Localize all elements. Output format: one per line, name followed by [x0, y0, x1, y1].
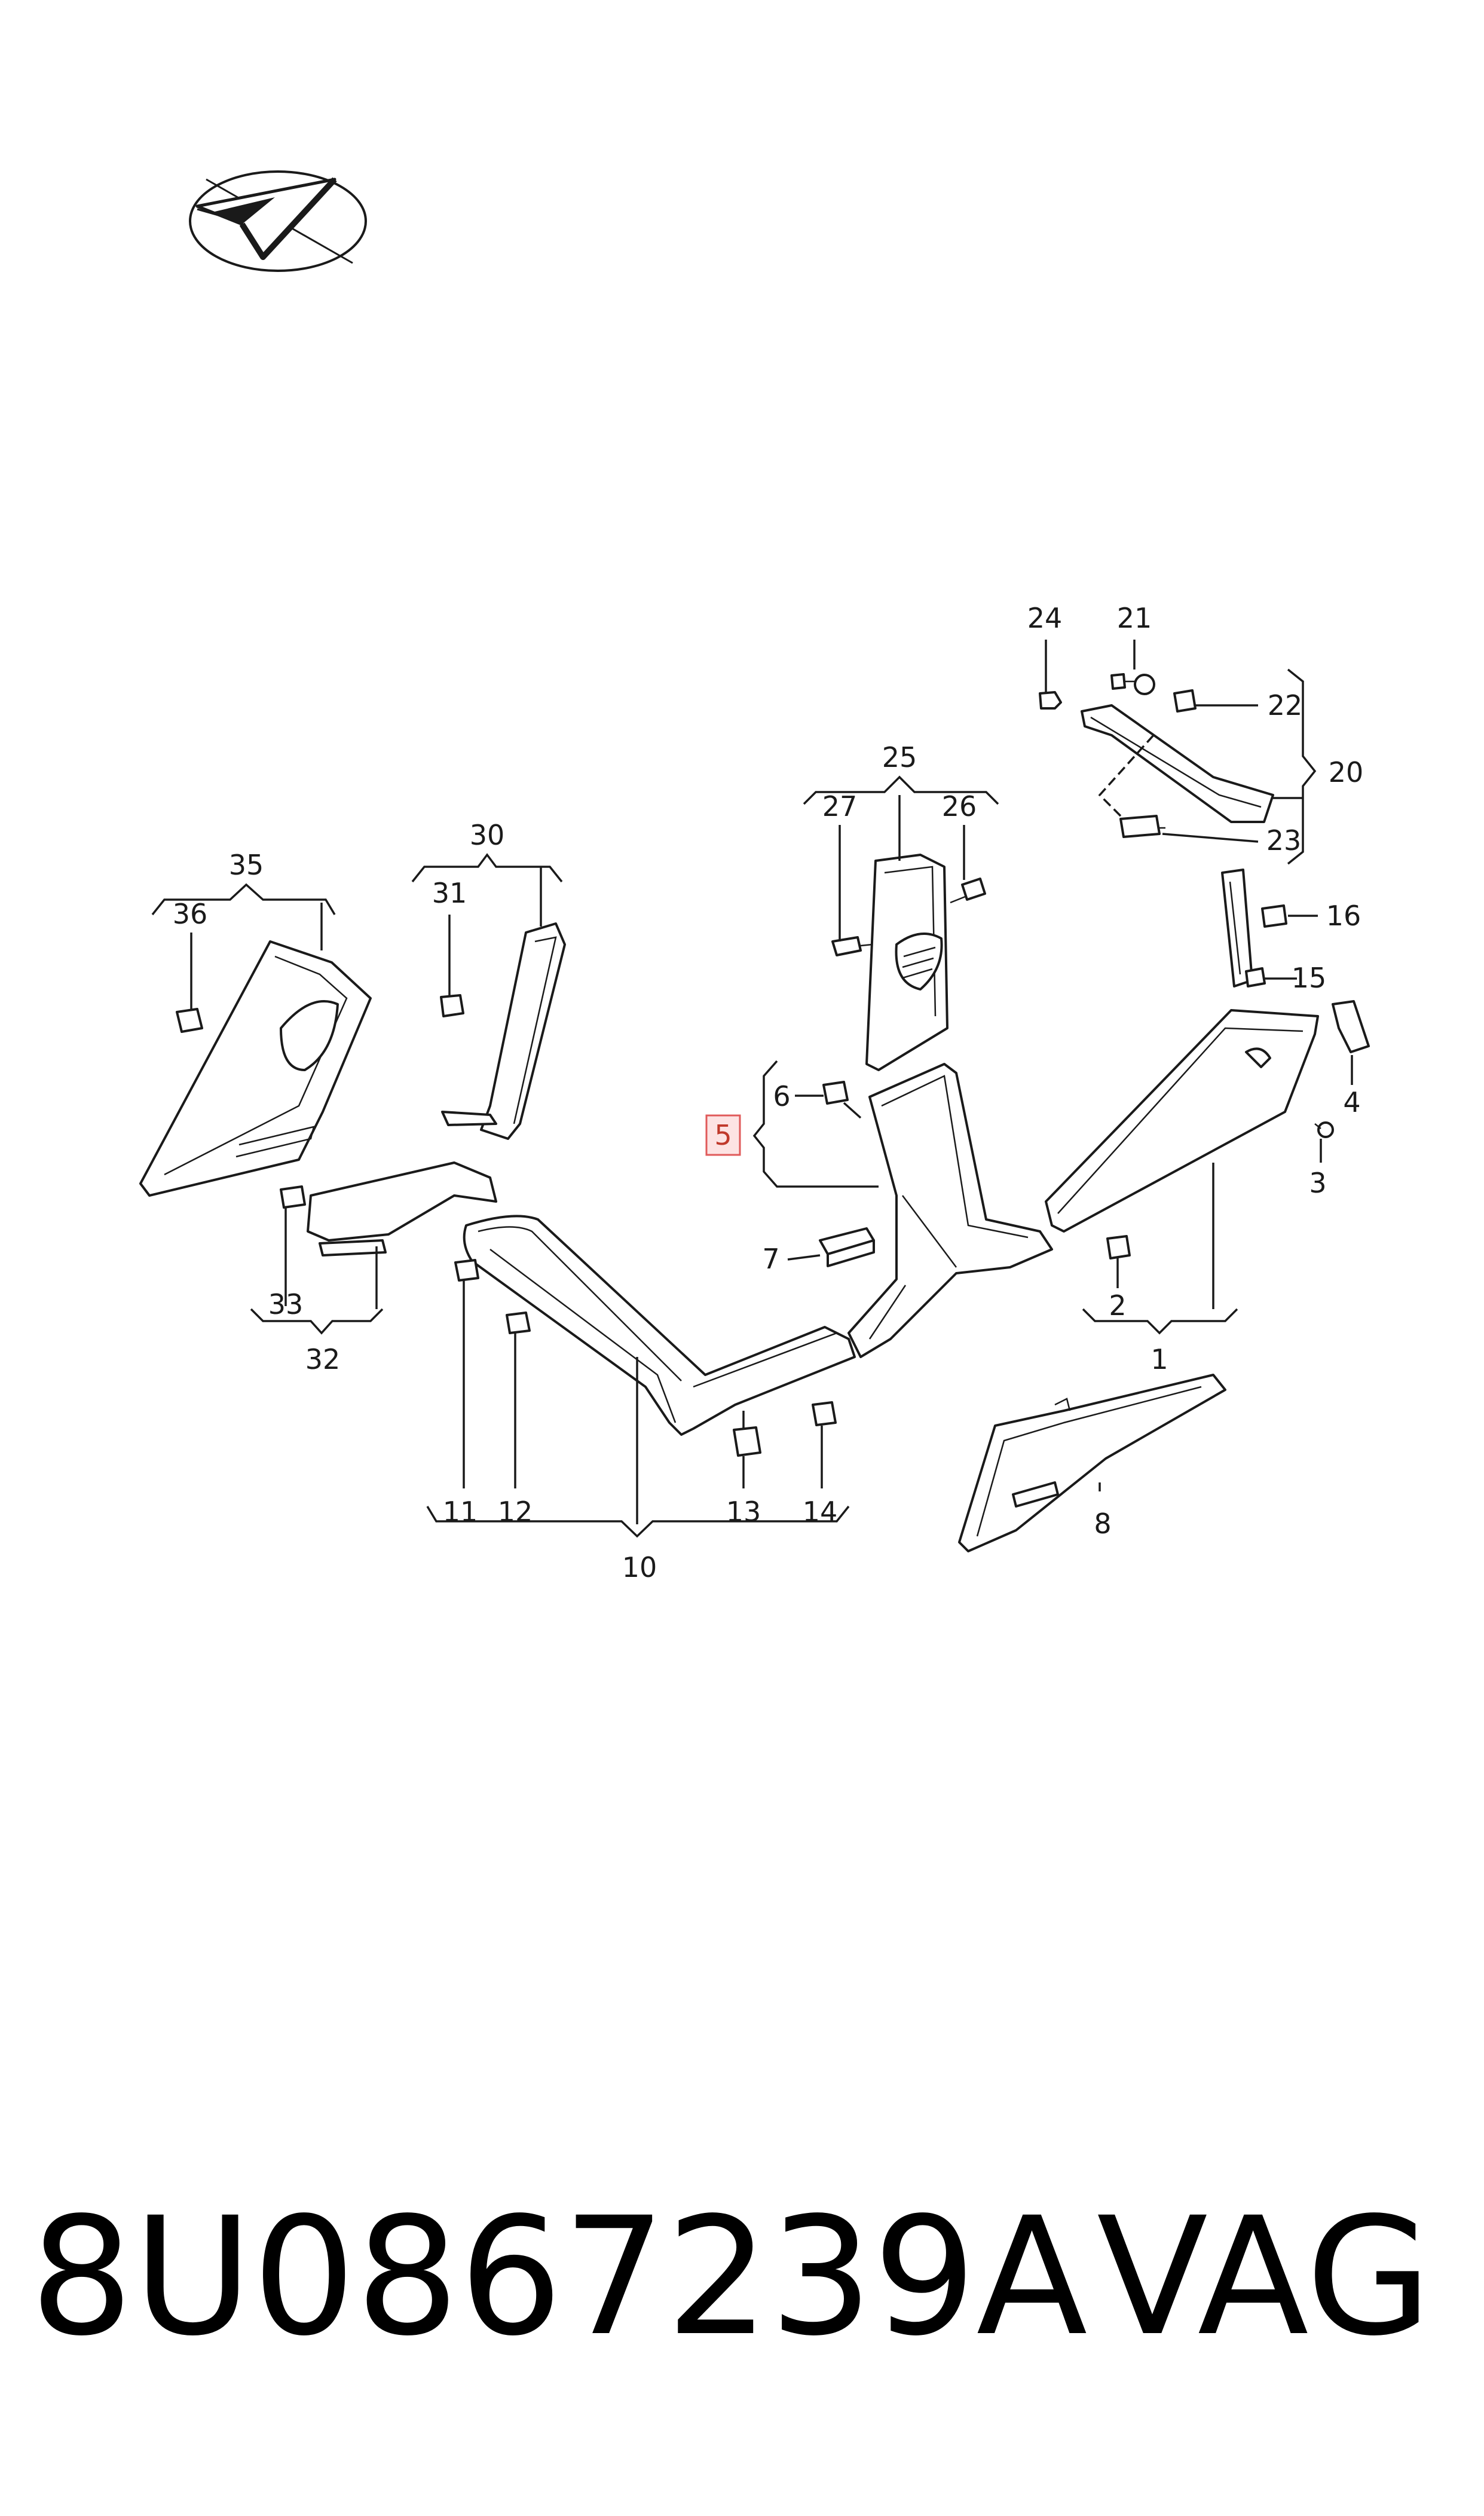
leader-5-bracket: [752, 1060, 879, 1188]
clip-3: [1314, 1121, 1334, 1138]
clip-2: [1106, 1235, 1131, 1259]
callout-11: 11: [443, 1496, 478, 1528]
callout-33: 33: [268, 1288, 304, 1320]
callout-23: 23: [1266, 824, 1302, 857]
callout-12: 12: [498, 1496, 533, 1528]
callout-36: 36: [173, 898, 208, 930]
callout-10: 10: [622, 1551, 657, 1583]
callout-32: 32: [305, 1343, 341, 1375]
leader-7: [787, 1254, 821, 1261]
brand-text: VAG: [1097, 2183, 1432, 2372]
callout-5: 5: [714, 1119, 732, 1151]
clip-12: [506, 1312, 531, 1334]
leader-23: [1162, 833, 1259, 843]
panel-b-pillar-upper-25: [865, 854, 948, 1071]
clip-27: [831, 936, 873, 956]
clip-15: [1245, 967, 1266, 988]
callout-27: 27: [822, 790, 858, 823]
callout-21: 21: [1117, 602, 1152, 634]
leader-35: [151, 883, 336, 916]
label-23: [1119, 815, 1165, 838]
callout-6: 6: [773, 1080, 790, 1112]
leader-10: [426, 1505, 850, 1538]
callout-24: 24: [1027, 602, 1063, 634]
pad-7: [819, 1227, 875, 1267]
clip-13: [733, 1426, 761, 1457]
clip-6: [822, 1081, 849, 1105]
leader-25: [803, 775, 999, 805]
leader-6-tick: [843, 1102, 862, 1119]
callout-13: 13: [726, 1496, 761, 1528]
clip-31: [440, 994, 464, 1017]
leader-30: [411, 853, 563, 883]
plug-24: [1039, 691, 1062, 710]
panel-pillar-trim-30: [441, 922, 566, 1140]
callout-26: 26: [942, 790, 977, 823]
clip-22: [1173, 689, 1197, 713]
clip-11: [454, 1259, 479, 1282]
callout-3: 3: [1309, 1167, 1326, 1199]
callout-25: 25: [882, 741, 917, 774]
panel-b-pillar-lower-5: [847, 1063, 1053, 1358]
clip-14: [812, 1401, 837, 1426]
callout-5-highlight: [705, 1114, 741, 1156]
leader-20: [1287, 668, 1317, 865]
panel-sill-scuff-8: [958, 1374, 1226, 1552]
callout-8: 8: [1094, 1508, 1111, 1540]
leader-32: [250, 1308, 384, 1335]
callout-22: 22: [1268, 689, 1303, 722]
callout-16: 16: [1326, 900, 1361, 932]
callout-14: 14: [803, 1496, 838, 1528]
callout-15: 15: [1292, 962, 1327, 994]
callout-35: 35: [229, 849, 264, 881]
panel-front-footwell-10: [463, 1215, 856, 1436]
callout-4: 4: [1343, 1086, 1360, 1118]
part-number-text: 8U0867239A: [30, 2183, 1088, 2372]
panel-rear-sill-32: [307, 1161, 497, 1257]
bolt-21: [1110, 673, 1155, 695]
clip-33: [280, 1185, 306, 1209]
callout-31: 31: [432, 877, 467, 909]
panel-c-pillar: [139, 940, 372, 1197]
panel-front-sill-1: [1045, 1009, 1319, 1233]
clip-36: [176, 1008, 203, 1033]
callout-2: 2: [1109, 1289, 1126, 1322]
callout-30: 30: [470, 819, 505, 851]
callout-7: 7: [762, 1243, 779, 1275]
callout-20: 20: [1329, 756, 1364, 788]
screw-26: [950, 878, 986, 904]
panel-upper-trim-20: [1081, 704, 1274, 823]
bracket-4: [1332, 1000, 1370, 1053]
leader-23-dash: [1098, 734, 1155, 820]
clip-16: [1261, 904, 1287, 928]
panel-a-pillar-15: [1221, 869, 1253, 988]
paper-plane-check-logo-icon: [189, 170, 367, 272]
leader-1: [1082, 1308, 1238, 1335]
callout-1: 1: [1151, 1343, 1168, 1375]
